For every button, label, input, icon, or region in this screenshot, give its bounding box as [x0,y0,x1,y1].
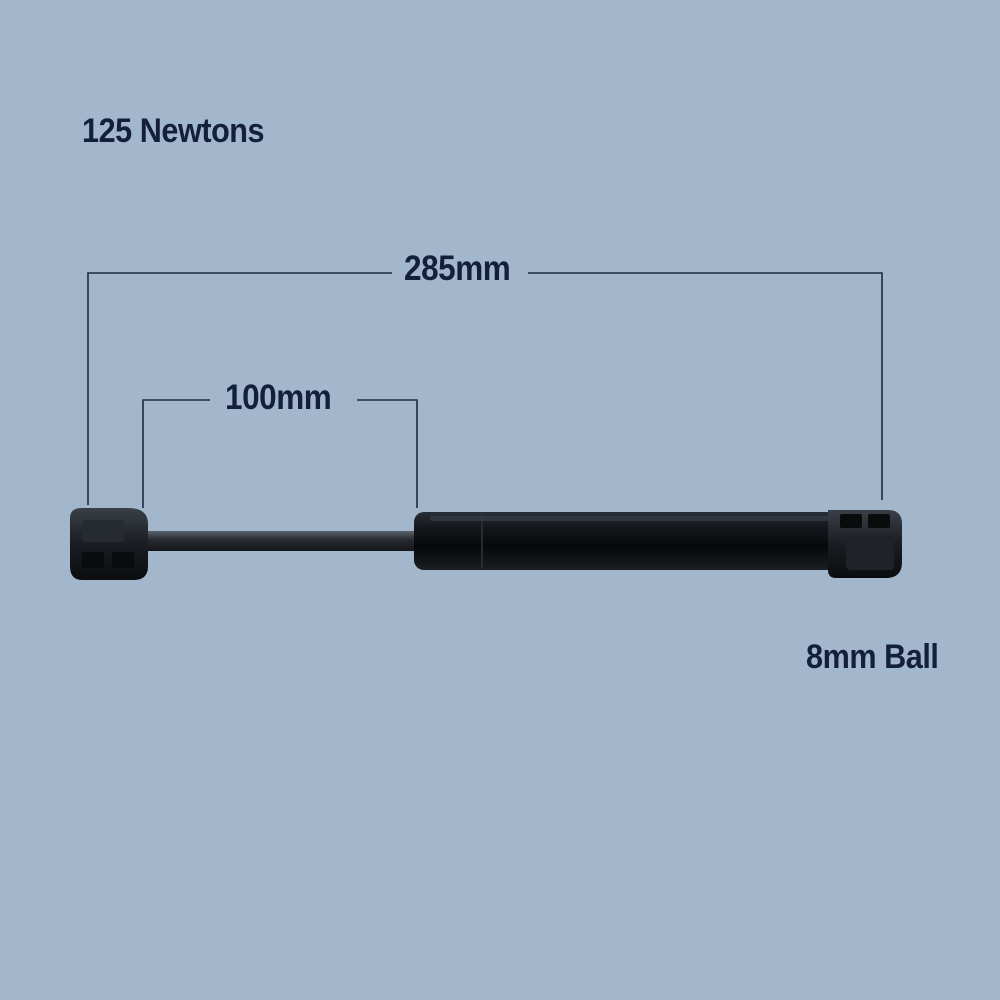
overall-length-label: 285mm [404,249,511,288]
stroke-dimension-right-line [357,399,418,508]
stroke-dimension [142,399,418,508]
body-end-fitting [828,510,902,578]
rod-end-fitting [70,508,148,580]
force-rating-label: 125 Newtons [82,112,265,150]
overall-dimension-left-line [87,272,392,505]
overall-dimension-right-line [528,272,883,500]
overall-length-dimension [87,272,883,505]
stroke-length-label: 100mm [225,378,332,417]
cylinder-body [414,512,839,570]
stroke-dimension-left-line [142,399,210,508]
piston-rod [138,531,422,551]
end-fitting-label: 8mm Ball [806,638,939,676]
